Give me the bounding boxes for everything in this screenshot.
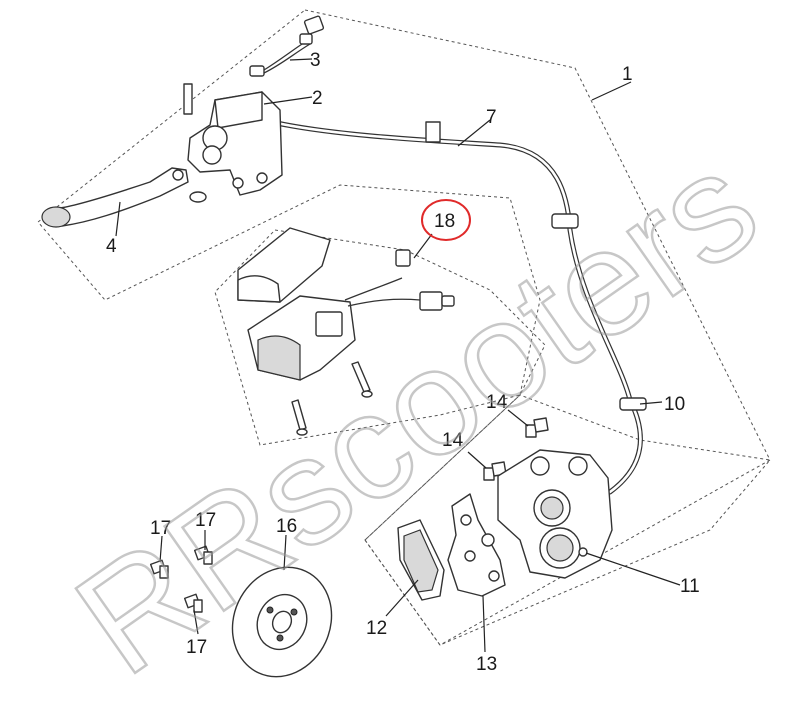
group-outline-switch-assembly <box>214 229 546 446</box>
caliper-bolt-upper <box>525 417 549 438</box>
disc-bolt-left <box>149 559 169 579</box>
pad-spring-plate <box>447 493 506 597</box>
callout-10: 10 <box>664 394 685 415</box>
callout-16: 16 <box>276 516 297 537</box>
callout-4: 4 <box>106 236 117 257</box>
callout-17-bottom: 17 <box>186 637 207 658</box>
callout-13: 13 <box>476 654 497 675</box>
hose-clip <box>425 121 441 143</box>
disc-bolt-top <box>193 545 213 565</box>
callout-2: 2 <box>312 88 323 109</box>
washer <box>189 191 207 203</box>
brake-switch <box>249 15 325 77</box>
group-outline-caliper-assembly <box>364 394 771 646</box>
hose-grommet-upper <box>551 213 579 229</box>
master-cylinder-bolt <box>183 83 193 115</box>
callout-18: 18 <box>434 211 455 232</box>
group-outline-lever-assembly <box>37 9 771 646</box>
switch-housing-assembly <box>237 227 455 436</box>
switch-screw-lower <box>291 399 307 431</box>
brake-disc <box>231 566 333 678</box>
callout-12: 12 <box>366 618 387 639</box>
master-cylinder <box>183 83 283 203</box>
callout-17-left: 17 <box>150 518 171 539</box>
switch-screw-upper <box>351 361 371 393</box>
brake-lever <box>41 167 189 228</box>
callout-numbers: 1 2 3 4 7 10 11 12 13 14 14 16 17 17 17 … <box>106 50 700 675</box>
callout-11: 11 <box>680 576 700 597</box>
callout-7: 7 <box>486 107 497 128</box>
highlight-circle <box>421 199 471 241</box>
callout-14-upper: 14 <box>486 392 508 413</box>
callout-3: 3 <box>310 50 321 71</box>
leader-lines <box>115 58 681 653</box>
callout-17-top: 17 <box>195 510 216 531</box>
callout-1: 1 <box>622 64 633 85</box>
brake-caliper <box>497 449 613 579</box>
disc-bolt-bottom <box>183 593 203 613</box>
callout-14-lower: 14 <box>442 430 464 451</box>
brake-pad <box>397 519 445 601</box>
